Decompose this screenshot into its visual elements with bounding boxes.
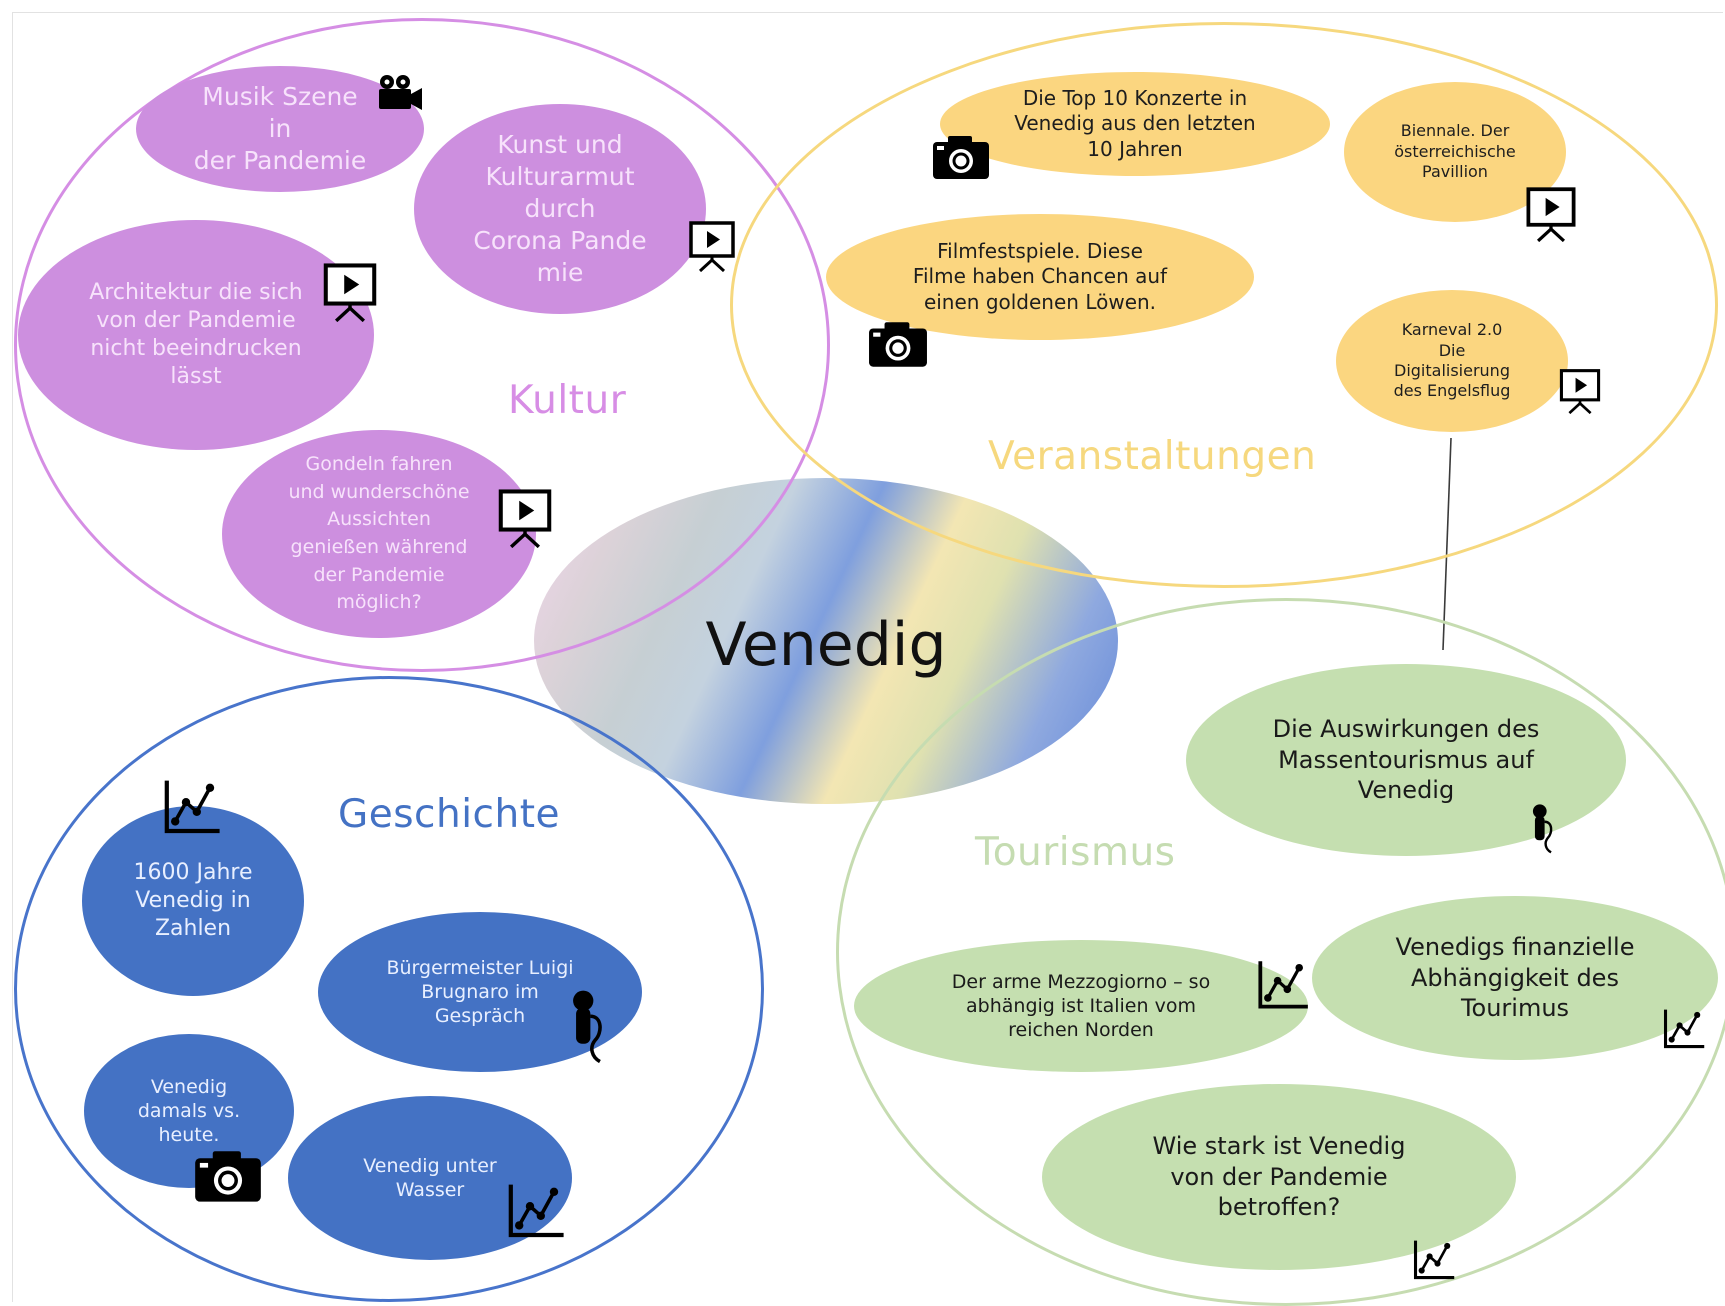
bubble-text: Die Auswirkungen des Massentourismus auf… [1272, 714, 1540, 805]
bubble-text: Venedig unter Wasser [363, 1154, 497, 1201]
bubble-text: Musik Szene in der Pandemie [193, 82, 367, 175]
bubble-musik-szene[interactable]: Musik Szene in der Pandemie [136, 66, 424, 192]
category-label-kultur: Kultur [508, 378, 627, 423]
line-chart-icon[interactable] [506, 1182, 566, 1240]
photo-camera-icon[interactable] [932, 136, 990, 180]
bubble-pandemie-betroffen[interactable]: Wie stark ist Venedig von der Pandemie b… [1042, 1084, 1516, 1270]
bubble-text: Der arme Mezzogiorno – so abhängig ist I… [951, 970, 1211, 1042]
microphone-icon[interactable] [1530, 804, 1556, 854]
microphone-icon[interactable] [570, 990, 606, 1064]
bubble-architektur[interactable]: Architektur die sich von der Pandemie ni… [18, 220, 374, 450]
category-ring-veranstaltungen [730, 22, 1718, 588]
bubble-finanzielle-abhaengigkeit[interactable]: Venedigs finanzielle Abhängigkeit des To… [1312, 896, 1718, 1060]
bubble-kunst-kulturarmut[interactable]: Kunst und Kulturarmut durch Corona Pande… [414, 104, 706, 314]
line-chart-icon[interactable] [162, 778, 222, 836]
line-chart-icon[interactable] [1412, 1236, 1456, 1284]
line-chart-icon[interactable] [1256, 958, 1310, 1012]
bubble-text: Kunst und Kulturarmut durch Corona Pande… [473, 130, 647, 287]
bubble-text: Gondeln fahren und wunderschöne Aussicht… [288, 453, 470, 614]
bubble-text: Filmfestspiele. Diese Filme haben Chance… [912, 238, 1168, 314]
category-label-tourismus: Tourismus [975, 830, 1176, 875]
photo-camera-icon[interactable] [194, 1150, 262, 1204]
line-chart-icon[interactable] [1662, 1004, 1706, 1054]
video-presentation-icon[interactable] [1524, 186, 1578, 242]
video-presentation-icon[interactable] [688, 220, 736, 272]
center-title: Venedig [705, 610, 947, 680]
photo-camera-icon[interactable] [868, 322, 928, 368]
category-ring-geschichte [14, 676, 764, 1302]
bubble-massentourismus[interactable]: Die Auswirkungen des Massentourismus auf… [1186, 664, 1626, 856]
bubble-text: 1600 Jahre Venedig in Zahlen [133, 859, 253, 942]
bubble-top-10-konzerte[interactable]: Die Top 10 Konzerte in Venedig aus den l… [940, 72, 1330, 176]
bubble-text: Biennale. Der österreichische Pavillion [1394, 121, 1516, 182]
bubble-text: Venedig damals vs. heute. [137, 1075, 241, 1147]
category-label-veranstaltungen: Veranstaltungen [988, 434, 1317, 479]
bubble-1600-jahre[interactable]: 1600 Jahre Venedig in Zahlen [82, 806, 304, 996]
bubble-text: Die Top 10 Konzerte in Venedig aus den l… [1014, 85, 1256, 161]
bubble-text: Karneval 2.0 Die Digitalisierung des Eng… [1393, 320, 1511, 401]
bubble-text: Bürgermeister Luigi Brugnaro im Gespräch [386, 956, 574, 1028]
bubble-unter-wasser[interactable]: Venedig unter Wasser [288, 1096, 572, 1260]
bubble-text: Wie stark ist Venedig von der Pandemie b… [1152, 1131, 1406, 1222]
bubble-filmfestspiele[interactable]: Filmfestspiele. Diese Filme haben Chance… [826, 214, 1254, 340]
video-presentation-icon[interactable] [1556, 368, 1604, 414]
slide-frame [12, 12, 1723, 1302]
video-presentation-icon[interactable] [496, 488, 554, 548]
bubble-karneval[interactable]: Karneval 2.0 Die Digitalisierung des Eng… [1336, 290, 1568, 432]
category-label-geschichte: Geschichte [338, 792, 560, 837]
bubble-gondeln[interactable]: Gondeln fahren und wunderschöne Aussicht… [222, 430, 536, 638]
bubble-text: Architektur die sich von der Pandemie ni… [89, 279, 303, 390]
bubble-text: Venedigs finanzielle Abhängigkeit des To… [1395, 932, 1635, 1023]
bubble-damals-heute[interactable]: Venedig damals vs. heute. [84, 1034, 294, 1188]
bubble-mezzogiorno[interactable]: Der arme Mezzogiorno – so abhängig ist I… [854, 940, 1308, 1072]
video-camera-icon[interactable] [376, 74, 424, 112]
video-presentation-icon[interactable] [322, 262, 378, 322]
